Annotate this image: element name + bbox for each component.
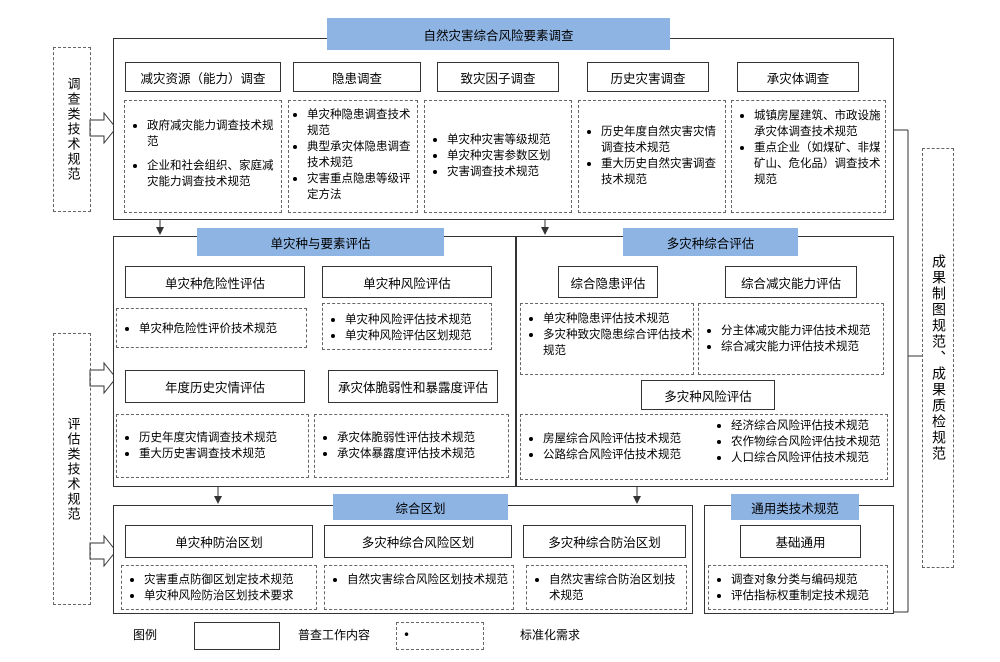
spec-item: 历史年度自然灾害灾情调查技术规范 [601, 123, 725, 155]
side-label-survey: 调查类技术规范 [53, 47, 91, 212]
legend-title: 图例 [133, 628, 158, 642]
single-item-history: 年度历史灾情评估 [125, 370, 305, 403]
general-title: 通用类技术规范 [731, 494, 859, 520]
single-specs-risk: 单灾种风险评估技术规范单灾种风险评估区划规范 [322, 303, 492, 350]
spec-item: 自然灾害综合防治区划技术规范 [549, 571, 686, 603]
spec-item: 多灾种致灾隐患综合评估技术规范 [543, 326, 693, 358]
multi-specs-risk: 房屋综合风险评估技术规范 公路综合风险评估技术规范 经济综合风险评估技术规范 农… [520, 414, 888, 480]
spec-item: 单灾种灾害等级规范 [447, 131, 571, 147]
spec-item: 单灾种危险性评价技术规范 [139, 320, 306, 336]
single-specs-vulnerability: 承灾体脆弱性评估技术规范承灾体暴露度评估技术规范 [314, 414, 509, 478]
single-item-vulnerability: 承灾体脆弱性和暴露度评估 [328, 370, 498, 403]
spec-item: 单灾种隐患调查技术规范 [307, 106, 417, 138]
spec-item: 单灾种风险评估区划规范 [345, 327, 491, 343]
multi-item-risk: 多灾种风险评估 [641, 380, 775, 410]
spec-item: 城镇房屋建筑、市政设施承灾体调查技术规范 [754, 107, 885, 139]
spec-item: 单灾种风险评估技术规范 [345, 311, 491, 327]
multi-specs-hazard: 单灾种隐患评估技术规范多灾种致灾隐患综合评估技术规范 [520, 303, 694, 375]
zoning-specs-multi-prevention: 自然灾害综合防治区划技术规范 [526, 565, 687, 610]
legend-dashed-swatch: • [396, 622, 484, 650]
survey-specs-history: 历史年度自然灾害灾情调查技术规范 重大历史自然灾害调查技术规范 [578, 100, 726, 213]
spec-item: 综合减灾能力评估技术规范 [721, 338, 883, 354]
spec-item: 承灾体暴露度评估技术规范 [337, 445, 508, 461]
multi-specs-capacity: 分主体减灾能力评估技术规范综合减灾能力评估技术规范 [698, 303, 884, 375]
single-eval-title: 单灾种与要素评估 [197, 228, 444, 256]
survey-item-carrier: 承灾体调查 [737, 62, 859, 92]
survey-title: 自然灾害综合风险要素调查 [327, 18, 670, 50]
spec-item: 灾害重点防御区划定技术规范 [144, 571, 316, 587]
spec-item: 自然灾害综合风险区划技术规范 [347, 571, 513, 587]
survey-item-history: 历史灾害调查 [587, 62, 709, 92]
spec-item: 经济综合风险评估技术规范 [731, 417, 881, 433]
survey-specs-capacity: 政府减灾能力调查技术规范 企业和社会组织、家庭减灾能力调查技术规范 [124, 100, 282, 213]
spec-item: 调查对象分类与编码规范 [731, 571, 887, 587]
spec-item: 单灾种灾害参数区划 [447, 147, 571, 163]
survey-item-hazard: 隐患调查 [293, 62, 421, 92]
spec-item: 重大历史自然灾害调查技术规范 [601, 155, 725, 187]
legend-solid-label: 普查工作内容 [298, 628, 371, 642]
spec-item: 灾害调查技术规范 [447, 163, 571, 179]
spec-item: 重大历史害调查技术规范 [139, 445, 308, 461]
spec-item: 评估指标权重制定技术规范 [731, 587, 887, 603]
legend-dashed-label: 标准化需求 [520, 628, 581, 642]
zoning-item-multi-risk: 多灾种综合风险区划 [324, 525, 512, 558]
side-label-evaluation: 评估类技术规范 [53, 333, 91, 605]
spec-item: 承灾体脆弱性评估技术规范 [337, 429, 508, 445]
zoning-specs-single: 灾害重点防御区划定技术规范单灾种风险防治区划技术要求 [121, 565, 317, 610]
multi-item-capacity: 综合减灾能力评估 [725, 266, 857, 298]
single-item-risk: 单灾种风险评估 [322, 266, 492, 298]
multi-item-hazard: 综合隐患评估 [558, 266, 658, 298]
spec-item: 单灾种隐患评估技术规范 [543, 310, 693, 326]
survey-specs-hazard: 单灾种隐患调查技术规范 典型承灾体隐患调查技术规范 灾害重点隐患等级评定方法 [288, 100, 418, 213]
single-specs-history: 历史年度灾情调查技术规范重大历史害调查技术规范 [116, 414, 309, 478]
bullet-icon: • [403, 628, 411, 642]
zoning-item-single: 单灾种防治区划 [125, 525, 313, 558]
spec-item: 典型承灾体隐患调查技术规范 [307, 138, 417, 170]
spec-item: 灾害重点隐患等级评定方法 [307, 170, 417, 202]
survey-specs-carrier: 城镇房屋建筑、市政设施承灾体调查技术规范 重点企业（如煤矿、非煤矿山、危化品）调… [731, 100, 886, 213]
general-item-basic: 基础通用 [740, 525, 861, 558]
zoning-specs-multi-risk: 自然灾害综合风险区划技术规范 [324, 565, 514, 610]
zoning-item-multi-prevention: 多灾种综合防治区划 [523, 525, 686, 558]
general-specs-basic: 调查对象分类与编码规范评估指标权重制定技术规范 [708, 565, 888, 610]
single-item-danger: 单灾种危险性评估 [125, 266, 305, 298]
single-specs-danger: 单灾种危险性评价技术规范 [116, 308, 307, 348]
spec-item: 分主体减灾能力评估技术规范 [721, 322, 883, 338]
side-label-output: 成果制图规范、成果质检规范 [922, 148, 954, 568]
survey-specs-factor: 单灾种灾害等级规范 单灾种灾害参数区划 灾害调查技术规范 [424, 100, 572, 213]
spec-item: 单灾种风险防治区划技术要求 [144, 587, 316, 603]
legend-solid-swatch [194, 622, 280, 650]
multi-eval-title: 多灾种综合评估 [623, 228, 798, 256]
spec-item: 农作物综合风险评估技术规范 [731, 433, 881, 449]
spec-item: 公路综合风险评估技术规范 [543, 446, 681, 462]
spec-item: 房屋综合风险评估技术规范 [543, 430, 681, 446]
spec-item: 政府减灾能力调查技术规范 [147, 117, 281, 149]
survey-item-capacity: 减灾资源（能力）调查 [125, 62, 281, 92]
spec-item: 重点企业（如煤矿、非煤矿山、危化品）调查技术规范 [754, 139, 885, 187]
spec-item: 历史年度灾情调查技术规范 [139, 429, 308, 445]
zoning-title: 综合区划 [333, 494, 508, 520]
spec-item: 企业和社会组织、家庭减灾能力调查技术规范 [147, 157, 281, 189]
survey-item-factor: 致灾因子调查 [437, 62, 559, 92]
spec-item: 人口综合风险评估技术规范 [731, 449, 881, 465]
